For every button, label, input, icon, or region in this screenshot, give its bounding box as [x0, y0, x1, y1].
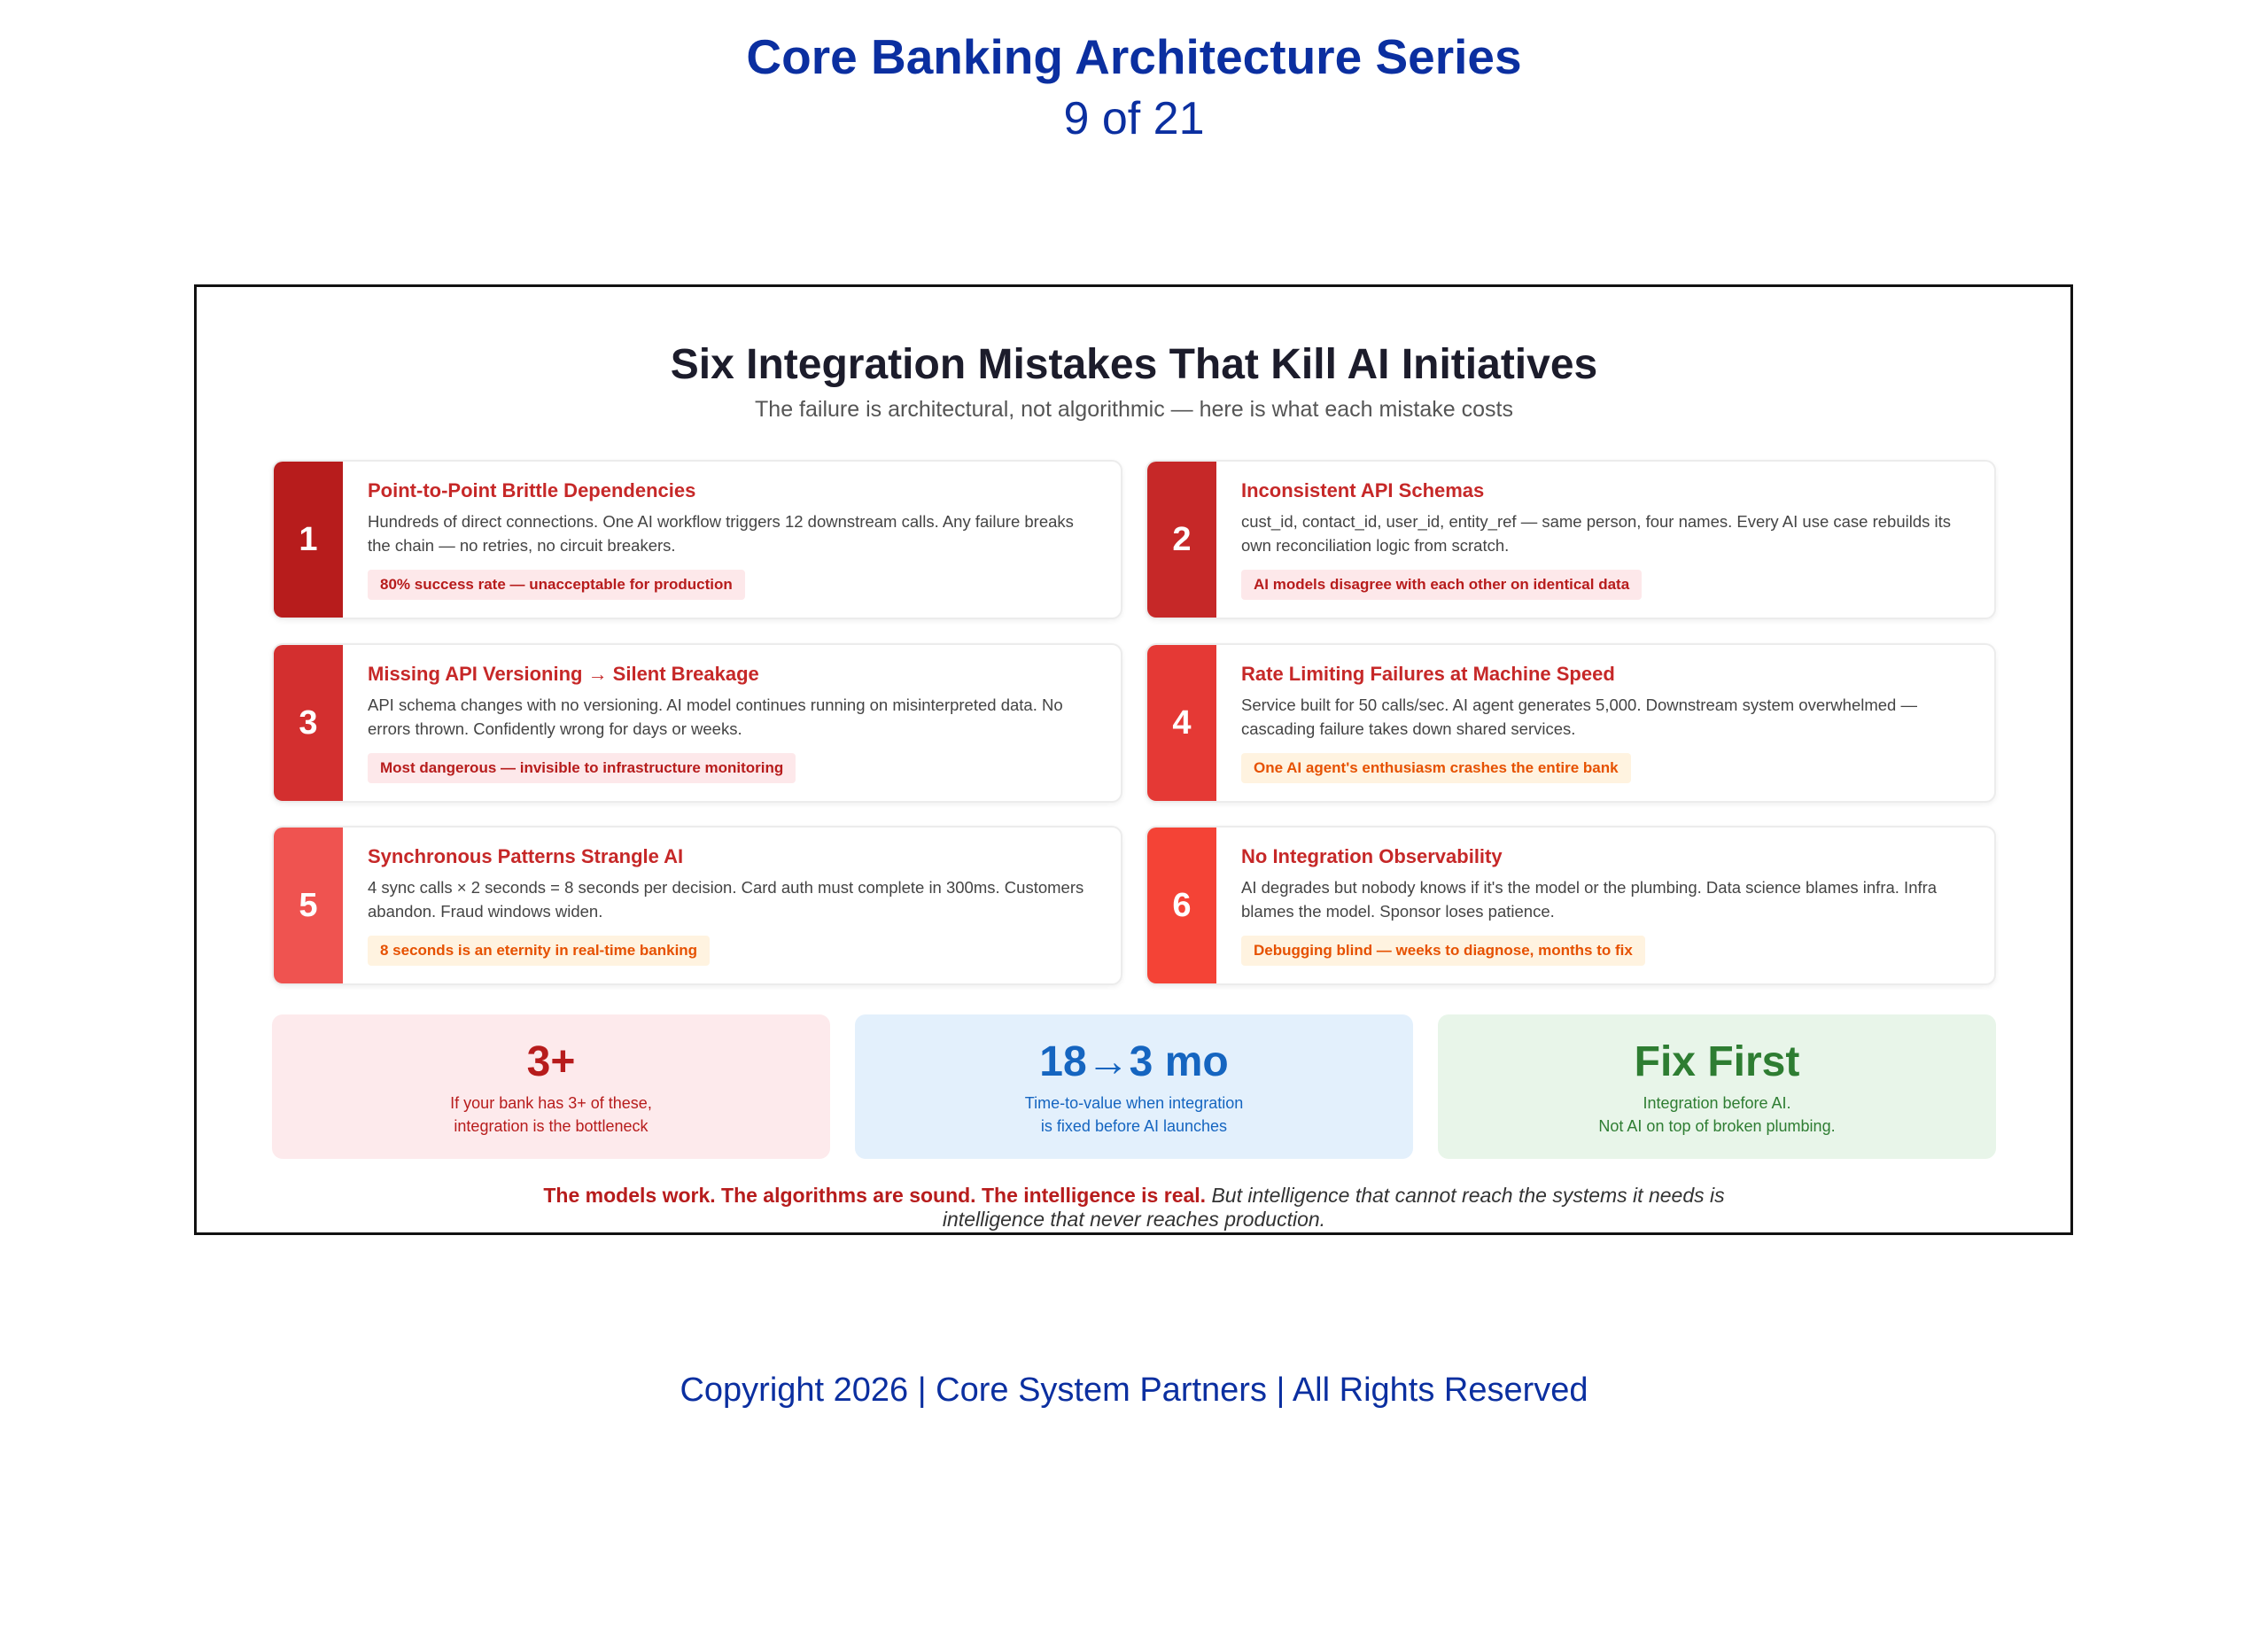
infographic-subtitle: The failure is architectural, not algori…: [755, 397, 1513, 422]
mistake-description: Hundreds of direct connections. One AI w…: [368, 512, 1074, 555]
mistake-description: AI degrades but nobody knows if it's the…: [1241, 878, 1938, 921]
conclusion-bold: The models work. The algorithms are soun…: [543, 1184, 1207, 1207]
stat-caption-line: If your bank has 3+ of these,: [450, 1094, 652, 1112]
infographic-frame: [194, 284, 2073, 1235]
mistake-impact-tag: One AI agent's enthusiasm crashes the en…: [1241, 753, 1631, 783]
mistake-card: 6 No Integration Observability AI degrad…: [1146, 826, 1996, 985]
conclusion-italic: But intelligence that cannot reach the s…: [942, 1184, 1725, 1231]
mistake-title: Synchronous Patterns Strangle AI: [368, 845, 684, 867]
mistake-card: 5 Synchronous Patterns Strangle AI 4 syn…: [272, 826, 1122, 985]
mistake-body: Rate Limiting Failures at Machine Speed …: [1241, 663, 1968, 783]
stat-caption: Integration before AI. Not AI on top of b…: [1438, 1092, 1996, 1138]
copyright: Copyright 2026 | Core System Partners | …: [680, 1372, 1588, 1409]
stat-caption: Time-to-value when integration is fixed b…: [855, 1092, 1413, 1138]
mistake-body: No Integration Observability AI degrades…: [1241, 845, 1968, 966]
mistake-card: 2 Inconsistent API Schemas cust_id, cont…: [1146, 460, 1996, 619]
stat-caption-line: Not AI on top of broken plumbing.: [1598, 1117, 1836, 1135]
stat-box: Fix First Integration before AI. Not AI o…: [1438, 1014, 1996, 1159]
mistake-title: No Integration Observability: [1241, 845, 1503, 867]
stat-caption-line: Time-to-value when integration: [1024, 1094, 1244, 1112]
series-title: Core Banking Architecture Series: [746, 29, 1522, 84]
mistake-impact-tag: 8 seconds is an eternity in real-time ba…: [368, 936, 711, 966]
mistake-body: Missing API Versioning → Silent Breakage…: [368, 663, 1094, 783]
mistake-description: Service built for 50 calls/sec. AI agent…: [1241, 696, 1917, 738]
mistake-body: Inconsistent API Schemas cust_id, contac…: [1241, 479, 1968, 600]
infographic-title: Six Integration Mistakes That Kill AI In…: [670, 341, 1598, 388]
stat-box: 18→3 mo Time-to-value when integration is…: [855, 1014, 1413, 1159]
mistake-body: Point-to-Point Brittle Dependencies Hund…: [368, 479, 1094, 600]
stat-caption-line: is fixed before AI launches: [1040, 1117, 1228, 1135]
mistake-title: Inconsistent API Schemas: [1241, 479, 1485, 501]
stat-caption-line: Integration before AI.: [1643, 1094, 1791, 1112]
conclusion: The models work. The algorithms are soun…: [496, 1184, 1772, 1232]
mistake-body: Synchronous Patterns Strangle AI 4 sync …: [368, 845, 1094, 966]
mistake-card: 1 Point-to-Point Brittle Dependencies Hu…: [272, 460, 1122, 619]
mistake-card: 3 Missing API Versioning → Silent Breaka…: [272, 643, 1122, 803]
mistake-description: API schema changes with no versioning. A…: [368, 696, 1063, 738]
mistake-number: 6: [1147, 828, 1216, 983]
stat-caption: If your bank has 3+ of these, integration…: [272, 1092, 830, 1138]
mistake-impact-tag: Most dangerous — invisible to infrastruc…: [368, 753, 796, 783]
stat-box: 3+ If your bank has 3+ of these, integrat…: [272, 1014, 830, 1159]
stat-value: Fix First: [1634, 1038, 1800, 1085]
mistake-impact-tag: AI models disagree with each other on id…: [1241, 570, 1643, 600]
mistake-title: Rate Limiting Failures at Machine Speed: [1241, 663, 1615, 685]
mistake-number: 2: [1147, 462, 1216, 618]
mistake-description: 4 sync calls × 2 seconds = 8 seconds per…: [368, 878, 1084, 921]
mistake-title: Missing API Versioning → Silent Breakage: [368, 663, 759, 685]
mistake-number: 4: [1147, 645, 1216, 801]
mistake-impact-tag: 80% success rate — unacceptable for prod…: [368, 570, 745, 600]
mistake-number: 5: [274, 828, 343, 983]
mistake-description: cust_id, contact_id, user_id, entity_ref…: [1241, 512, 1952, 555]
mistake-title: Point-to-Point Brittle Dependencies: [368, 479, 696, 501]
mistake-number: 1: [274, 462, 343, 618]
mistake-card: 4 Rate Limiting Failures at Machine Spee…: [1146, 643, 1996, 803]
stat-value: 3+: [526, 1038, 576, 1085]
stat-value: 18→3 mo: [1039, 1038, 1229, 1085]
mistake-impact-tag: Debugging blind — weeks to diagnose, mon…: [1241, 936, 1645, 966]
mistake-number: 3: [274, 645, 343, 801]
stat-caption-line: integration is the bottleneck: [454, 1117, 649, 1135]
page-indicator: 9 of 21: [1063, 93, 1205, 144]
